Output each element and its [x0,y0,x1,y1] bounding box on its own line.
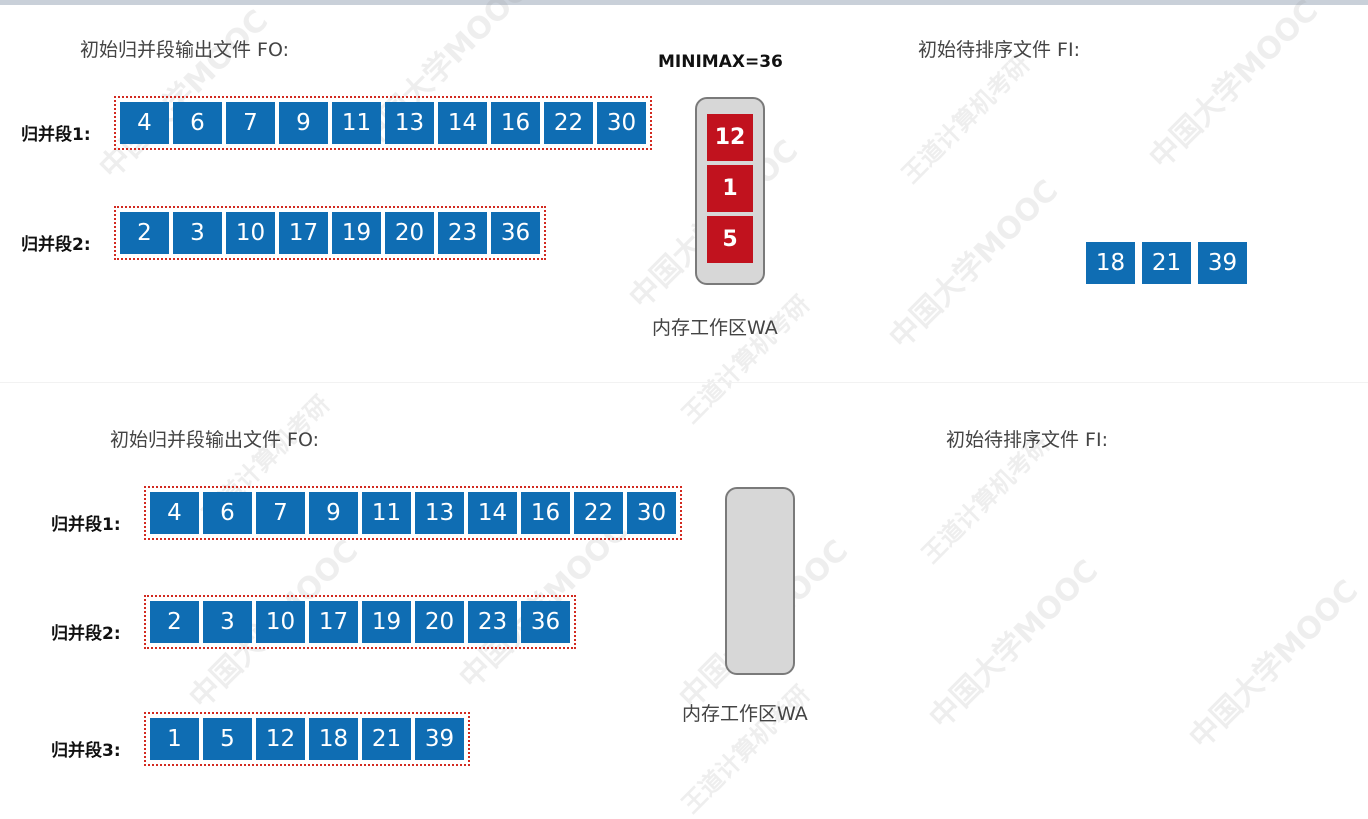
run-cell: 19 [362,601,411,643]
run-label: 归并段3: [51,741,121,761]
fi-cell: 39 [1198,242,1247,284]
work-area-cell: 1 [707,165,753,212]
run-cell: 20 [415,601,464,643]
work-area-label: 内存工作区WA [682,703,808,725]
run-cell: 30 [627,492,676,534]
run-cell: 4 [150,492,199,534]
watermark: 中国大学MOOC [1182,573,1366,756]
run-cell: 4 [120,102,169,144]
watermark: 中国大学MOOC [922,553,1106,736]
run-cell: 39 [415,718,464,760]
run-cell: 6 [173,102,222,144]
run-cell: 7 [226,102,275,144]
run-cell: 9 [309,492,358,534]
run-label: 归并段1: [51,515,121,535]
run-1-box: 4 6 7 9 11 13 14 16 22 30 [114,96,652,150]
fi-cell: 18 [1086,242,1135,284]
fi-label: 初始待排序文件 FI: [946,429,1108,451]
top-strip [0,0,1368,5]
run-2-box: 2 3 10 17 19 20 23 36 [144,595,576,649]
run-cell: 21 [362,718,411,760]
run-cell: 9 [279,102,328,144]
watermark: 王道计算机考研 [676,289,816,429]
run-cell: 1 [150,718,199,760]
fi-cell: 21 [1142,242,1191,284]
run-cell: 2 [150,601,199,643]
run-cell: 12 [256,718,305,760]
work-area [725,487,795,675]
run-cell: 30 [597,102,646,144]
work-area-label: 内存工作区WA [652,317,778,339]
run-3-box: 1 5 12 18 21 39 [144,712,470,766]
work-area: 12 1 5 [695,97,765,285]
run-cell: 23 [468,601,517,643]
run-cell: 11 [362,492,411,534]
run-cell: 17 [309,601,358,643]
run-label: 归并段1: [21,125,91,145]
run-cell: 11 [332,102,381,144]
run-cell: 7 [256,492,305,534]
run-1-box: 4 6 7 9 11 13 14 16 22 30 [144,486,682,540]
run-label: 归并段2: [21,235,91,255]
run-cell: 2 [120,212,169,254]
run-cell: 3 [173,212,222,254]
run-cell: 13 [415,492,464,534]
work-area-cell: 12 [707,114,753,161]
run-cell: 10 [256,601,305,643]
fo-label: 初始归并段输出文件 FO: [80,39,289,61]
watermark: 中国大学MOOC [1142,0,1326,176]
run-cell: 36 [521,601,570,643]
run-cell: 6 [203,492,252,534]
run-cell: 14 [438,102,487,144]
run-cell: 19 [332,212,381,254]
section-divider [0,382,1368,383]
run-cell: 16 [521,492,570,534]
watermark: 王道计算机考研 [896,49,1036,189]
run-cell: 14 [468,492,517,534]
run-cell: 23 [438,212,487,254]
run-2-box: 2 3 10 17 19 20 23 36 [114,206,546,260]
run-cell: 17 [279,212,328,254]
run-cell: 16 [491,102,540,144]
run-cell: 5 [203,718,252,760]
watermark: 中国大学MOOC [92,3,276,186]
minimax-label: MINIMAX=36 [658,52,783,72]
run-cell: 20 [385,212,434,254]
fo-label: 初始归并段输出文件 FO: [110,429,319,451]
run-cell: 22 [544,102,593,144]
fi-label: 初始待排序文件 FI: [918,39,1080,61]
fi-record-row: 18 21 39 [1086,242,1247,284]
run-label: 归并段2: [51,624,121,644]
run-cell: 3 [203,601,252,643]
run-cell: 10 [226,212,275,254]
work-area-cell: 5 [707,216,753,263]
run-cell: 22 [574,492,623,534]
work-area-cells: 12 1 5 [707,114,753,263]
watermark: 中国大学MOOC [882,173,1066,356]
run-cell: 18 [309,718,358,760]
run-cell: 13 [385,102,434,144]
run-cell: 36 [491,212,540,254]
